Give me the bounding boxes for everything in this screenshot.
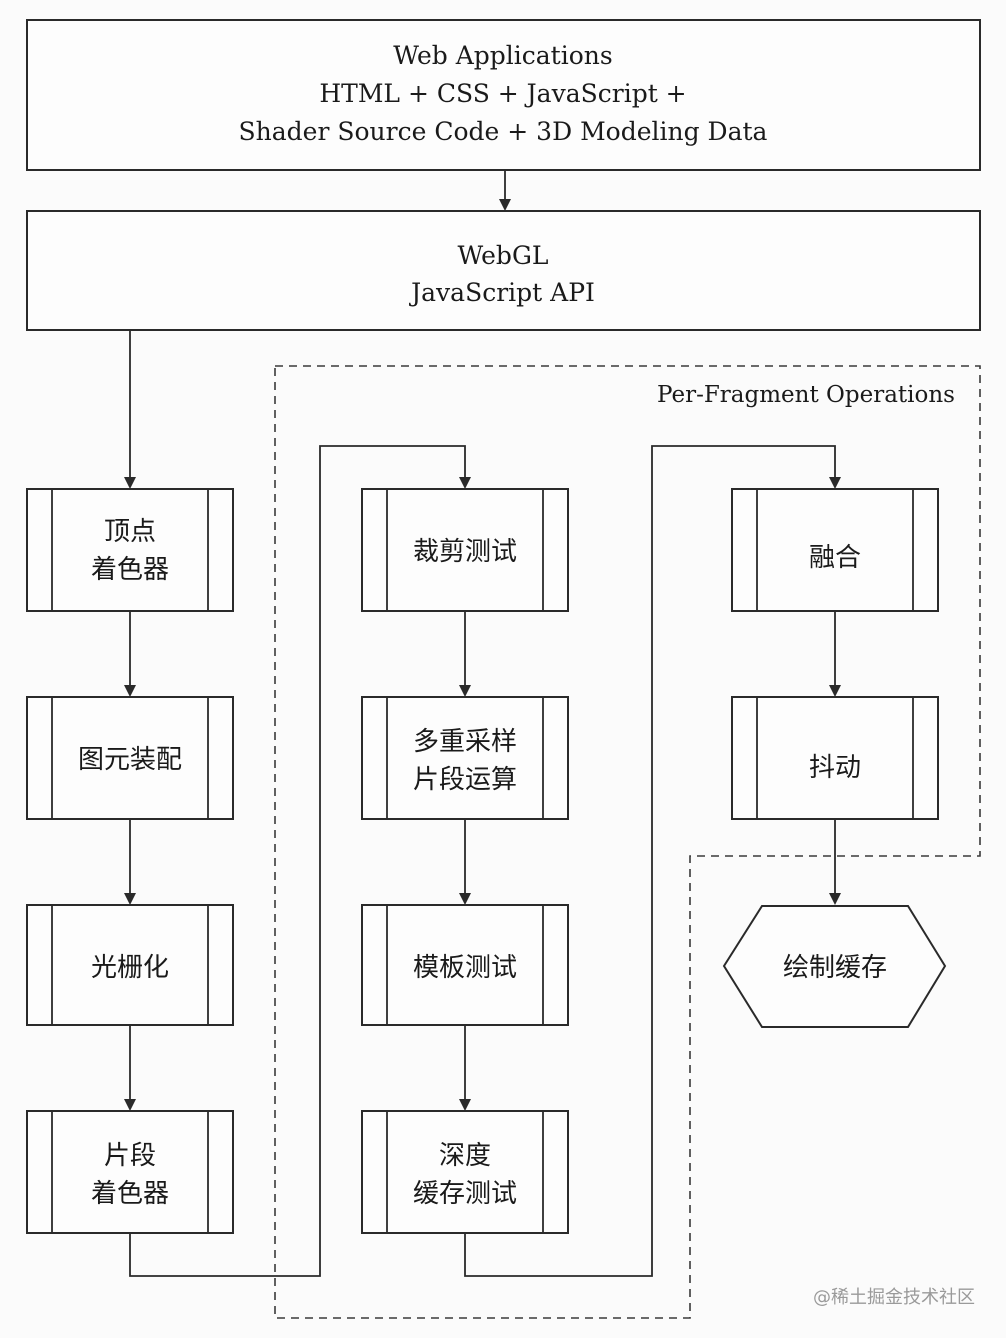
- framebuffer-node: 绘制缓存: [722, 905, 947, 1028]
- blending-box: 融合: [731, 488, 939, 612]
- webgl-api-box: WebGL JavaScript API: [26, 210, 981, 331]
- webgl-title: WebGL: [457, 241, 548, 270]
- depth-test-box: 深度 缓存测试: [361, 1110, 569, 1234]
- primitive-assembly-label: 图元装配: [78, 745, 182, 775]
- web-applications-tech: HTML + CSS + JavaScript +: [319, 79, 686, 108]
- fragment-shader-label-1: 片段: [104, 1141, 156, 1171]
- multisample-label-2: 片段运算: [413, 765, 517, 795]
- stencil-test-box: 模板测试: [361, 904, 569, 1026]
- per-fragment-label: Per-Fragment Operations: [657, 382, 955, 408]
- rasterization-label: 光栅化: [91, 953, 169, 983]
- dithering-label: 抖动: [809, 753, 861, 783]
- arrow-fragment-to-scissor: [129, 445, 471, 1277]
- per-fragment-region: [274, 365, 981, 1319]
- depth-test-label-2: 缓存测试: [413, 1179, 517, 1209]
- multisample-box: 多重采样 片段运算: [361, 696, 569, 820]
- scissor-test-box: 裁剪测试: [361, 488, 569, 612]
- web-applications-title: Web Applications: [393, 41, 612, 70]
- depth-test-label-1: 深度: [439, 1141, 491, 1171]
- web-applications-box: Web Applications HTML + CSS + JavaScript…: [26, 19, 981, 171]
- webgl-subtitle: JavaScript API: [408, 278, 595, 307]
- stencil-test-label: 模板测试: [413, 953, 517, 983]
- vertex-shader-label-2: 着色器: [91, 555, 169, 585]
- rasterization-box: 光栅化: [26, 904, 234, 1026]
- framebuffer-label: 绘制缓存: [783, 953, 887, 983]
- web-applications-data: Shader Source Code + 3D Modeling Data: [239, 117, 768, 146]
- dithering-box: 抖动: [731, 696, 939, 820]
- arrow-depth-to-blending: [464, 445, 841, 1277]
- multisample-label-1: 多重采样: [413, 727, 517, 757]
- fragment-shader-label-2: 着色器: [91, 1179, 169, 1209]
- vertex-shader-box: 顶点 着色器: [26, 488, 234, 612]
- fragment-shader-box: 片段 着色器: [26, 1110, 234, 1234]
- primitive-assembly-box: 图元装配: [26, 696, 234, 820]
- vertex-shader-label-1: 顶点: [104, 517, 156, 547]
- scissor-test-label: 裁剪测试: [413, 537, 517, 567]
- blending-label: 融合: [809, 543, 861, 573]
- watermark-text: @稀土掘金技术社区: [813, 1287, 975, 1308]
